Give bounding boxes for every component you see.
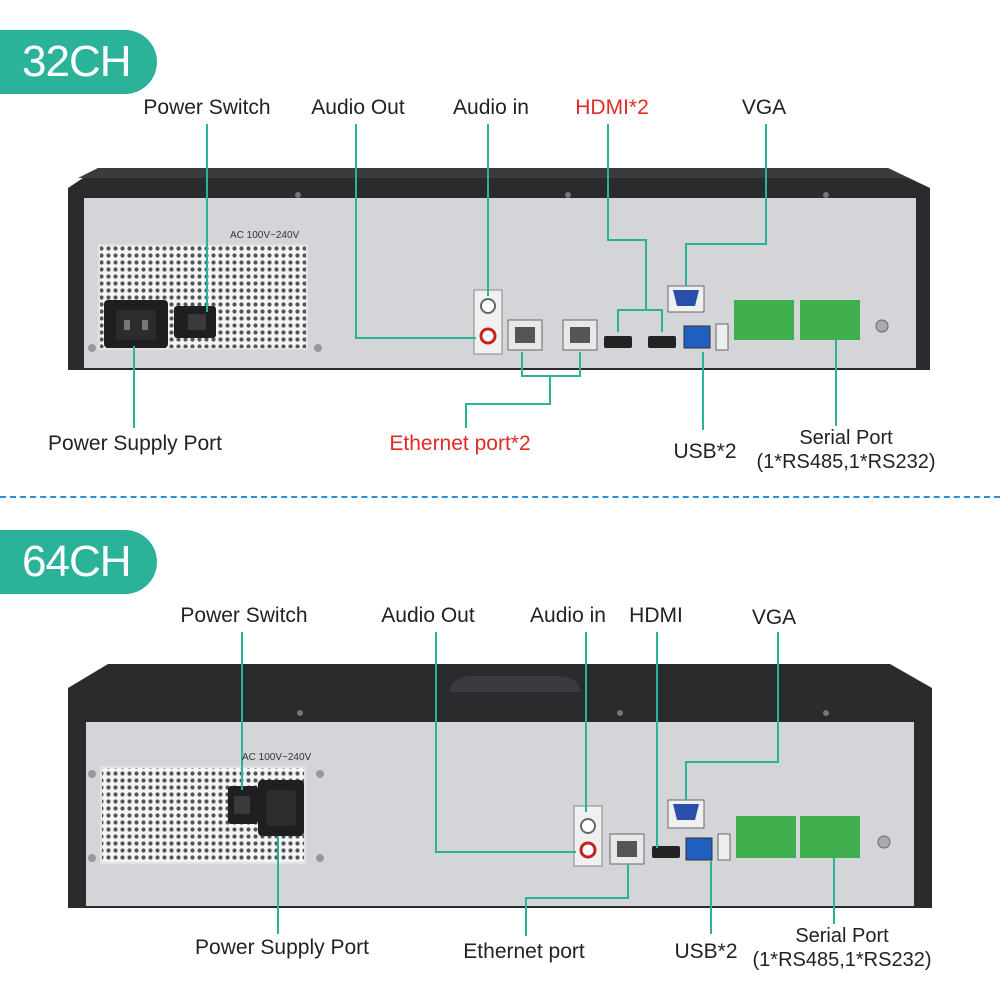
label-vga-32ch: VGA [741,96,787,119]
label-power-switch-64ch: Power Switch [180,604,308,627]
label-serial-32ch: Serial Port (1*RS485,1*RS232) [757,426,936,474]
label-audio-in-32ch: Audio in [453,96,529,119]
label-usb-64ch: USB*2 [674,940,738,963]
leader-lines-32ch [133,124,837,430]
label-vga-64ch: VGA [751,606,797,629]
leader-lines-64ch [241,632,835,936]
label-audio-out-32ch: Audio Out [311,96,405,119]
usb-port-1-64ch [685,837,713,861]
label-serial-line2-32ch: (1*RS485,1*RS232) [756,451,936,473]
label-ethernet-32ch: Ethernet port*2 [389,432,531,455]
label-power-supply-64ch: Power Supply Port [195,936,369,959]
section-divider [0,496,1000,498]
hdmi-port-2-32ch [648,336,676,348]
label-hdmi-32ch: HDMI*2 [575,96,649,119]
hdmi-port-1-32ch [604,336,632,348]
hdmi-port-64ch [652,846,680,858]
label-hdmi-64ch: HDMI [629,604,683,627]
serial-block-1-64ch [736,816,796,858]
psu-label-32ch: AC 100V~240V [230,230,300,241]
label-power-supply-32ch: Power Supply Port [48,432,222,455]
usb-port-2-64ch [717,833,731,861]
label-usb-32ch: USB*2 [673,440,737,463]
label-serial-line1-64ch: Serial Port [795,925,889,947]
usb-port-1-32ch [683,325,711,349]
serial-block-1-32ch [734,300,794,340]
label-serial-line1-32ch: Serial Port [799,427,893,449]
usb-port-2-32ch [715,323,729,351]
serial-block-2-32ch [800,300,860,340]
serial-block-2-64ch [800,816,860,858]
badge-32ch: 32CH [0,30,157,94]
label-serial-line2-64ch: (1*RS485,1*RS232) [752,949,932,971]
label-audio-in-64ch: Audio in [530,604,606,627]
label-ethernet-64ch: Ethernet port [463,940,585,963]
label-power-switch-32ch: Power Switch [143,96,271,119]
label-serial-64ch: Serial Port (1*RS485,1*RS232) [753,924,932,972]
label-audio-out-64ch: Audio Out [381,604,475,627]
psu-label-64ch: AC 100V~240V [242,752,312,763]
badge-64ch: 64CH [0,530,157,594]
